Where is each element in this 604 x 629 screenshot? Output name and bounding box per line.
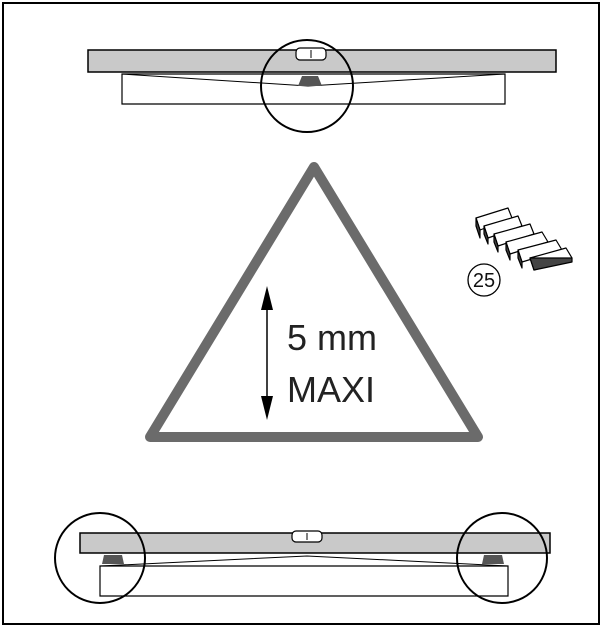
bottom-right-focus-circle (456, 512, 548, 604)
bottom-left-focus-circle (54, 512, 146, 604)
bottom-left-foot (102, 555, 124, 564)
warning-label: MAXI (287, 369, 375, 410)
top-center-foot (298, 76, 322, 86)
part-number: 25 (473, 270, 495, 292)
warning-triangle (145, 162, 483, 442)
part-number-callout: 25 (467, 263, 501, 297)
top-focus-circle (260, 39, 354, 133)
warning-triangle-group: 5 mm MAXI (145, 162, 483, 442)
top-level-illustration (87, 39, 557, 133)
bottom-appliance-top (99, 565, 509, 597)
wedge-shims-icon (475, 207, 573, 271)
bottom-right-foot (482, 555, 504, 564)
bottom-level-illustration (54, 512, 551, 604)
height-arrow-down (261, 396, 273, 420)
top-appliance-top (121, 73, 506, 105)
height-arrow-up (261, 286, 273, 310)
warning-value: 5 mm (287, 317, 377, 358)
